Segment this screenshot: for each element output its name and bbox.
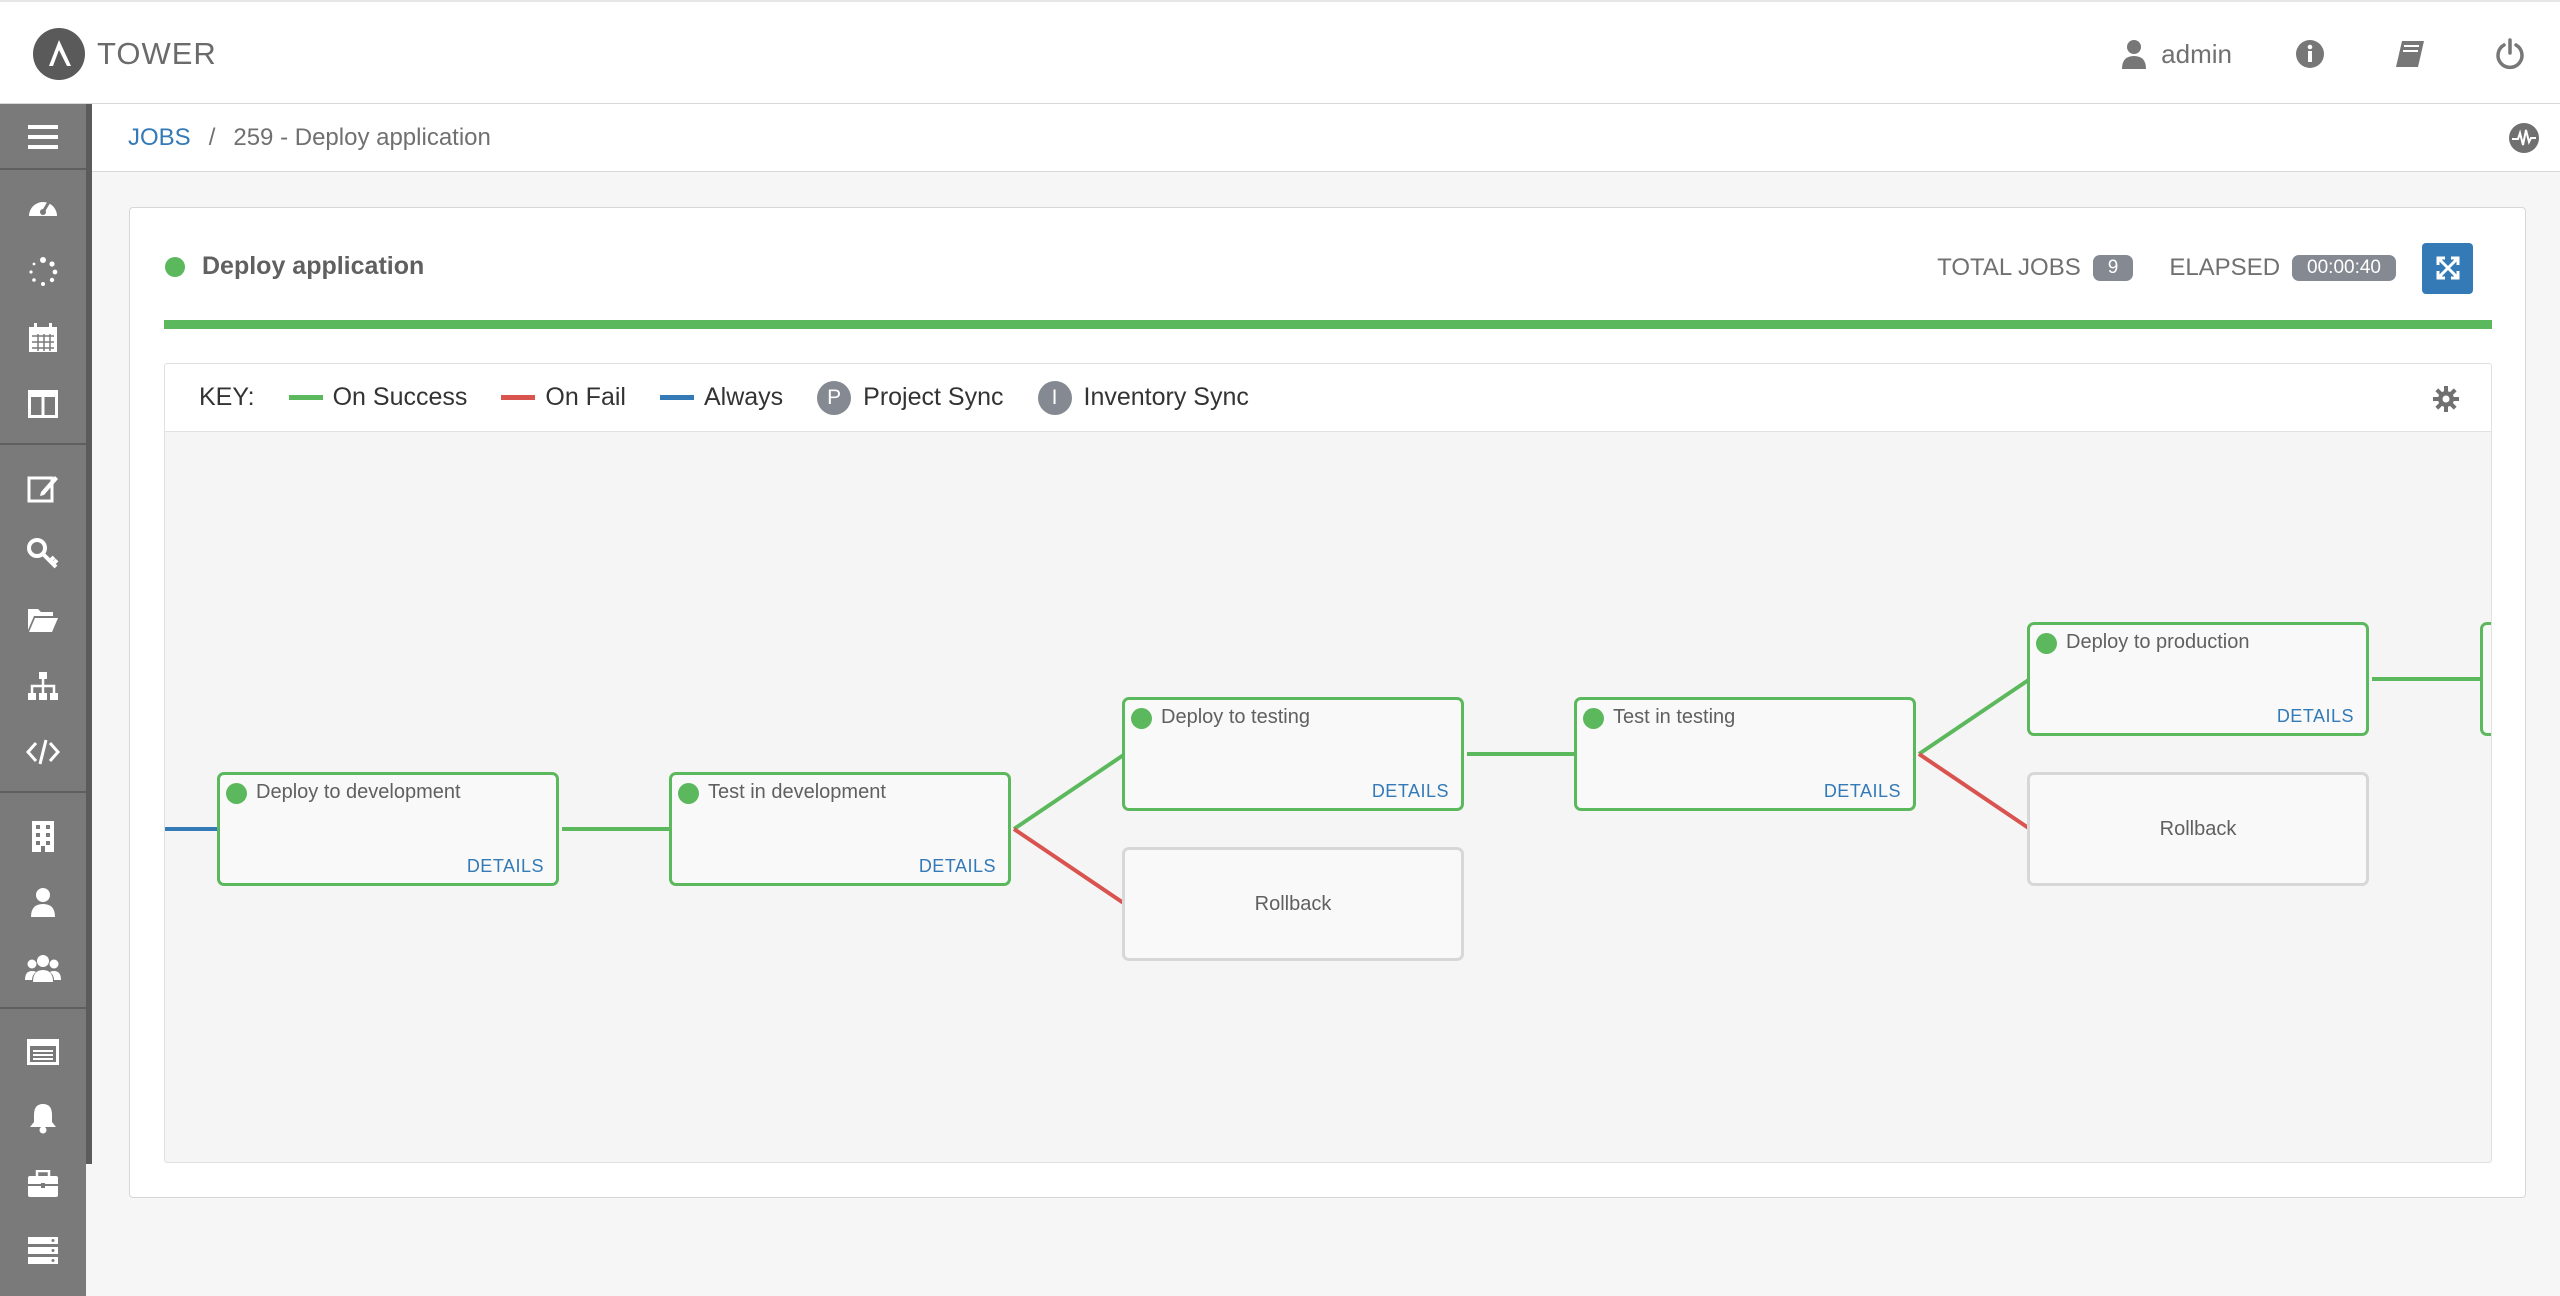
node-name: Deploy to development <box>256 781 461 803</box>
breadcrumb-separator: / <box>208 124 216 151</box>
brand-name: TOWER <box>97 36 217 71</box>
notifications-icon[interactable] <box>0 1085 86 1151</box>
key-project-sync: P Project Sync <box>817 380 1004 415</box>
job-title: Deploy application <box>202 252 425 280</box>
key-on-fail: On Fail <box>501 383 626 412</box>
users-icon[interactable] <box>0 869 86 935</box>
workflow-node[interactable]: Test in development DETAILS <box>669 772 1011 886</box>
breadcrumb-jobs-link[interactable]: JOBS <box>128 124 191 151</box>
key-on-fail-label: On Fail <box>545 383 626 411</box>
portal-icon[interactable] <box>0 371 86 437</box>
username: admin <box>2161 38 2232 69</box>
organizations-icon[interactable] <box>0 803 86 869</box>
node-name: Rollback <box>1254 892 1332 915</box>
about-icon[interactable] <box>2292 36 2328 72</box>
elapsed-badge: 00:00:40 <box>2292 255 2396 281</box>
workflow-node[interactable]: Deploy to testing DETAILS <box>1122 697 1464 811</box>
node-status-indicator <box>226 783 247 804</box>
graph-key: KEY: On Success On Fail Always P Project … <box>165 364 2491 432</box>
key-label: KEY: <box>199 383 255 411</box>
sidebar-divider <box>0 1007 86 1009</box>
sidebar-scrollbar[interactable] <box>86 104 92 1164</box>
key-on-success: On Success <box>288 383 468 412</box>
logout-icon[interactable] <box>2492 36 2528 72</box>
breadcrumb: JOBS / 259 - Deploy application <box>128 124 491 152</box>
link-fail-1 <box>1012 827 1127 906</box>
credential-types-icon[interactable] <box>0 1019 86 1085</box>
user-icon <box>2122 40 2147 69</box>
node-status-indicator <box>678 783 699 804</box>
key-always-label: Always <box>703 383 784 411</box>
key-inventory-sync: I Inventory Sync <box>1037 380 1249 415</box>
key-on-success-label: On Success <box>332 383 468 411</box>
node-details-link[interactable]: DETAILS <box>1371 781 1449 801</box>
key-always: Always <box>659 383 784 412</box>
fullscreen-button[interactable] <box>2422 242 2473 294</box>
node-status-indicator <box>2036 633 2057 654</box>
management-jobs-icon[interactable] <box>0 1151 86 1217</box>
ansible-logo-icon <box>33 28 85 80</box>
gear-icon[interactable] <box>2433 386 2459 417</box>
workflow-node-rollback[interactable]: Rollback <box>1122 847 1464 961</box>
dashboard-icon[interactable] <box>0 173 86 239</box>
sidebar <box>0 104 86 1296</box>
node-name: Test in testing <box>1613 706 1736 728</box>
workflow-node-partial[interactable] <box>2480 622 2491 736</box>
sidebar-divider <box>0 168 86 170</box>
templates-icon[interactable] <box>0 455 86 521</box>
node-status-indicator <box>1131 708 1152 729</box>
workflow-graph: KEY: On Success On Fail Always P Project … <box>164 363 2492 1163</box>
key-inventory-sync-label: Inventory Sync <box>1083 383 1249 411</box>
workflow-node[interactable]: Deploy to production DETAILS <box>2027 622 2369 736</box>
node-name: Test in development <box>708 781 886 803</box>
node-name: Deploy to testing <box>1161 706 1310 728</box>
top-navbar: TOWER admin <box>0 0 2560 104</box>
node-name: Rollback <box>2159 817 2237 840</box>
node-details-link[interactable]: DETAILS <box>2276 706 2354 726</box>
schedules-icon[interactable] <box>0 305 86 371</box>
jobs-icon[interactable] <box>0 239 86 305</box>
job-status-indicator <box>165 257 185 277</box>
workflow-node-rollback[interactable]: Rollback <box>2027 772 2369 886</box>
node-details-link[interactable]: DETAILS <box>466 856 544 876</box>
project-sync-icon: P <box>817 380 852 415</box>
sidebar-divider <box>0 443 86 445</box>
credentials-icon[interactable] <box>0 521 86 587</box>
projects-icon[interactable] <box>0 587 86 653</box>
teams-icon[interactable] <box>0 935 86 1001</box>
node-status-indicator <box>1583 708 1604 729</box>
breadcrumb-bar: JOBS / 259 - Deploy application <box>92 104 2560 172</box>
expand-icon <box>2436 256 2459 280</box>
key-project-sync-label: Project Sync <box>863 383 1004 411</box>
node-details-link[interactable]: DETAILS <box>1823 781 1901 801</box>
activity-stream-icon[interactable] <box>2508 122 2540 159</box>
inventory-sync-icon: I <box>1037 380 1072 415</box>
user-menu[interactable]: admin <box>2121 39 2232 70</box>
brand[interactable]: TOWER <box>33 28 217 80</box>
node-details-link[interactable]: DETAILS <box>918 856 996 876</box>
elapsed-label: ELAPSED <box>2169 254 2281 281</box>
sidebar-divider <box>0 791 86 793</box>
workflow-node[interactable]: Deploy to development DETAILS <box>217 772 559 886</box>
node-name: Deploy to production <box>2066 631 2250 653</box>
workflow-node[interactable]: Test in testing DETAILS <box>1574 697 1916 811</box>
link-fail-2 <box>1917 752 2032 831</box>
total-jobs-badge: 9 <box>2092 255 2134 281</box>
inventory-scripts-icon[interactable] <box>0 719 86 785</box>
breadcrumb-current: 259 - Deploy application <box>233 124 491 151</box>
job-progress-bar <box>164 320 2492 329</box>
instance-groups-icon[interactable] <box>0 1217 86 1283</box>
link-success-2 <box>1012 752 1127 831</box>
workflow-results-panel: Deploy application TOTAL JOBS 9 ELAPSED … <box>129 207 2526 1198</box>
inventories-icon[interactable] <box>0 653 86 719</box>
workflow-links <box>165 677 2483 906</box>
job-stats: TOTAL JOBS 9 ELAPSED 00:00:40 <box>1937 242 2473 294</box>
documentation-icon[interactable] <box>2392 36 2428 72</box>
total-jobs-label: TOTAL JOBS <box>1937 254 2081 281</box>
menu-icon[interactable] <box>0 104 86 170</box>
link-success-4 <box>1917 677 2032 756</box>
